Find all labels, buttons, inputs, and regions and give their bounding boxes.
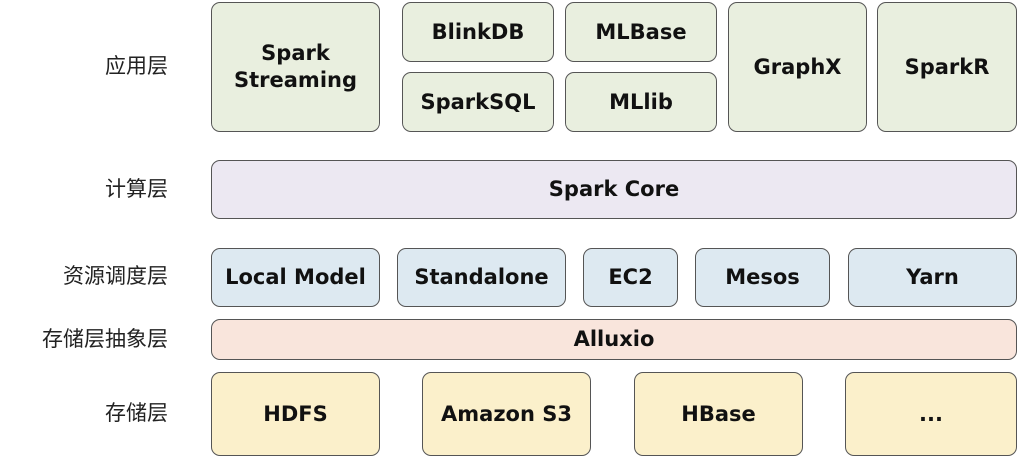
local-model-box: Local Model [211,248,380,307]
graphx-box: GraphX [728,2,867,132]
standalone-box: Standalone [397,248,566,307]
spark-streaming-box: Spark Streaming [211,2,380,132]
hbase-box: HBase [634,372,803,456]
blinkdb-box: BlinkDB [402,2,554,62]
mlbase-box: MLBase [565,2,717,62]
mesos-box: Mesos [695,248,830,307]
application-layer-label: 应用层 [105,54,168,78]
resource-scheduling-layer-label: 资源调度层 [63,264,168,288]
compute-layer-label: 计算层 [105,177,168,201]
amazon-s3-box: Amazon S3 [422,372,591,456]
ec2-box: EC2 [583,248,678,307]
sparkr-box: SparkR [877,2,1017,132]
mllib-box: MLlib [565,72,717,132]
storage-layer-label: 存储层 [105,401,168,425]
storage-abstraction-layer-label: 存储层抽象层 [42,327,168,351]
more-storage-box: ... [845,372,1017,456]
yarn-box: Yarn [848,248,1017,307]
sparksql-box: SparkSQL [402,72,554,132]
hdfs-box: HDFS [211,372,380,456]
spark-core-box: Spark Core [211,160,1017,219]
alluxio-box: Alluxio [211,319,1017,360]
